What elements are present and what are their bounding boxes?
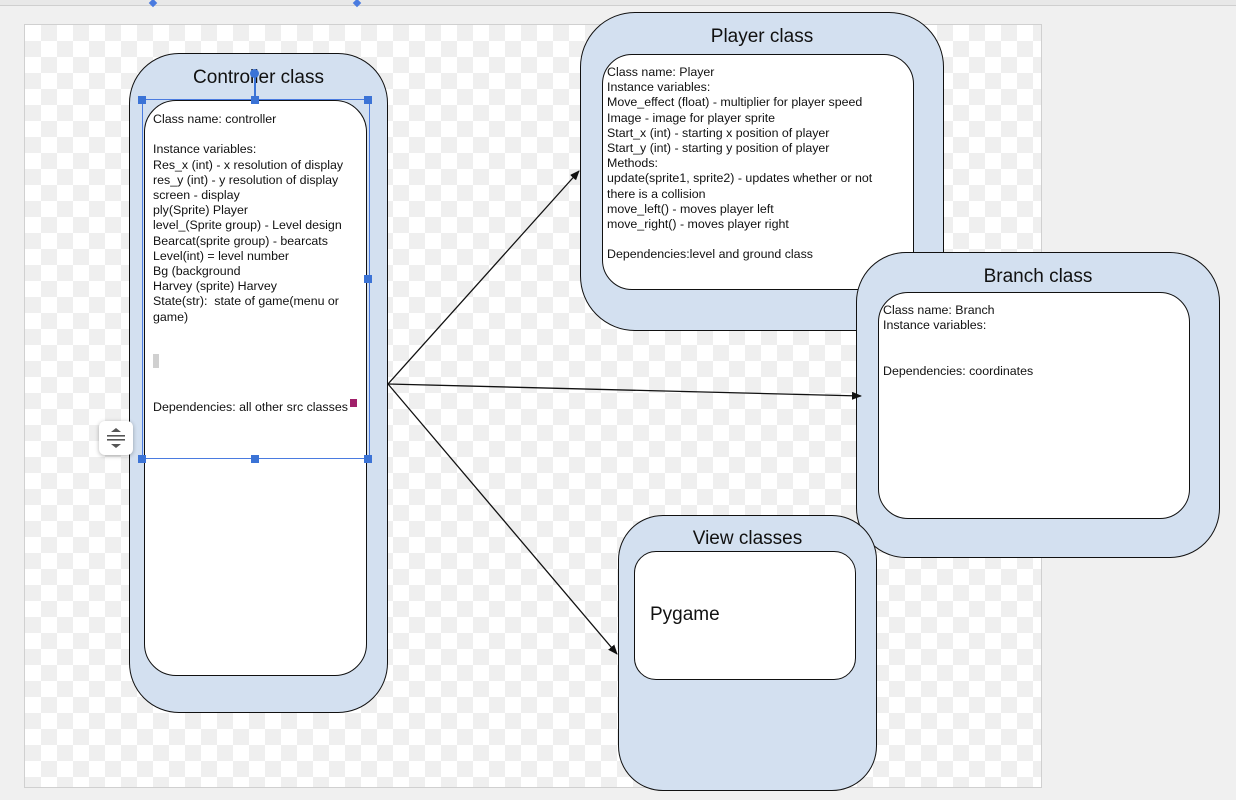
selection-box[interactable]: [142, 99, 370, 459]
controller-text-line: screen - display: [153, 188, 240, 203]
rotate-handle-stem: [254, 77, 256, 97]
player-text-line: Instance variables:: [607, 80, 711, 95]
controller-text-line: Level(int) = level number: [153, 248, 290, 263]
player-class-title: Player class: [710, 26, 814, 47]
rotate-handle[interactable]: [250, 69, 259, 78]
branch-text-line: Instance variables:: [883, 318, 987, 333]
view-classes-inner-box[interactable]: [634, 551, 856, 680]
controller-text-line: Bg (background: [153, 264, 241, 279]
player-text-line: move_right() - moves player right: [607, 217, 789, 232]
ruler-marker-right[interactable]: [352, 0, 362, 8]
controller-text-line: Bearcat(sprite group) - bearcats: [153, 233, 328, 248]
controller-text-line: ply(Sprite) Player: [153, 203, 249, 218]
resize-handle-top-center[interactable]: [251, 96, 259, 104]
player-text-line: [607, 232, 912, 247]
empty-line-marker: [153, 354, 159, 368]
branch-text-line: Class name: Branch: [883, 303, 995, 317]
controller-text-line: game): [153, 309, 189, 324]
branch-class-title: Branch class: [983, 266, 1093, 287]
branch-text-line: [883, 333, 1183, 348]
controller-text-line: Harvey (sprite) Harvey: [153, 279, 277, 294]
controller-class-inner-box[interactable]: [144, 100, 367, 676]
view-classes-body: Pygame: [650, 604, 720, 625]
branch-text-line: Dependencies: coordinates: [883, 363, 1034, 378]
resize-handle-bottom-center[interactable]: [251, 455, 259, 463]
controller-text-line: res_y (int) - y resolution of display: [153, 172, 339, 187]
player-text-line: Methods:: [607, 156, 658, 171]
controller-text-line: Class name: controller: [153, 112, 277, 126]
vertical-align-tool-button[interactable]: [99, 421, 133, 455]
player-text-line: Dependencies:level and ground class: [607, 247, 813, 262]
resize-handle-bottom-left[interactable]: [138, 455, 146, 463]
controller-class-title: Controller class: [193, 67, 324, 88]
top-ruler-bar: [0, 0, 1236, 8]
player-text-line: Start_x (int) - starting x position of p…: [607, 125, 830, 140]
player-text-line: Start_y (int) - starting y position of p…: [607, 141, 830, 156]
resize-handle-top-right[interactable]: [364, 96, 372, 104]
view-classes-title: View classes: [692, 528, 803, 549]
resize-handle-top-left[interactable]: [138, 96, 146, 104]
branch-class-inner-box[interactable]: [878, 292, 1190, 519]
controller-dependencies[interactable]: Dependencies: all other src classes: [153, 400, 348, 414]
controller-text-line: Instance variables:: [153, 142, 257, 157]
controller-text-line: State(str): state of game(menu or: [153, 294, 339, 309]
controller-class-details[interactable]: Class name: controller Instance variable…: [153, 112, 363, 325]
align-vertical-icon: [107, 428, 125, 448]
text-cursor-marker: [350, 399, 357, 407]
player-text-line: Class name: Player: [607, 65, 715, 79]
ruler-marker-left[interactable]: [148, 0, 158, 8]
player-text-line: move_left() - moves player left: [607, 201, 774, 216]
resize-handle-middle-right[interactable]: [364, 275, 372, 283]
controller-text-line: Res_x (int) - x resolution of display: [153, 157, 344, 172]
controller-text-line: level_(Sprite group) - Level design: [153, 218, 342, 233]
player-text-line: there is a collision: [607, 186, 706, 201]
player-class-inner-box[interactable]: [602, 54, 914, 290]
player-text-line: update(sprite1, sprite2) - updates wheth…: [607, 171, 873, 186]
branch-text-line: [883, 349, 1183, 364]
resize-handle-bottom-right[interactable]: [364, 455, 372, 463]
player-text-line: Move_effect (float) - multiplier for pla…: [607, 95, 863, 110]
player-text-line: Image - image for player sprite: [607, 110, 776, 125]
